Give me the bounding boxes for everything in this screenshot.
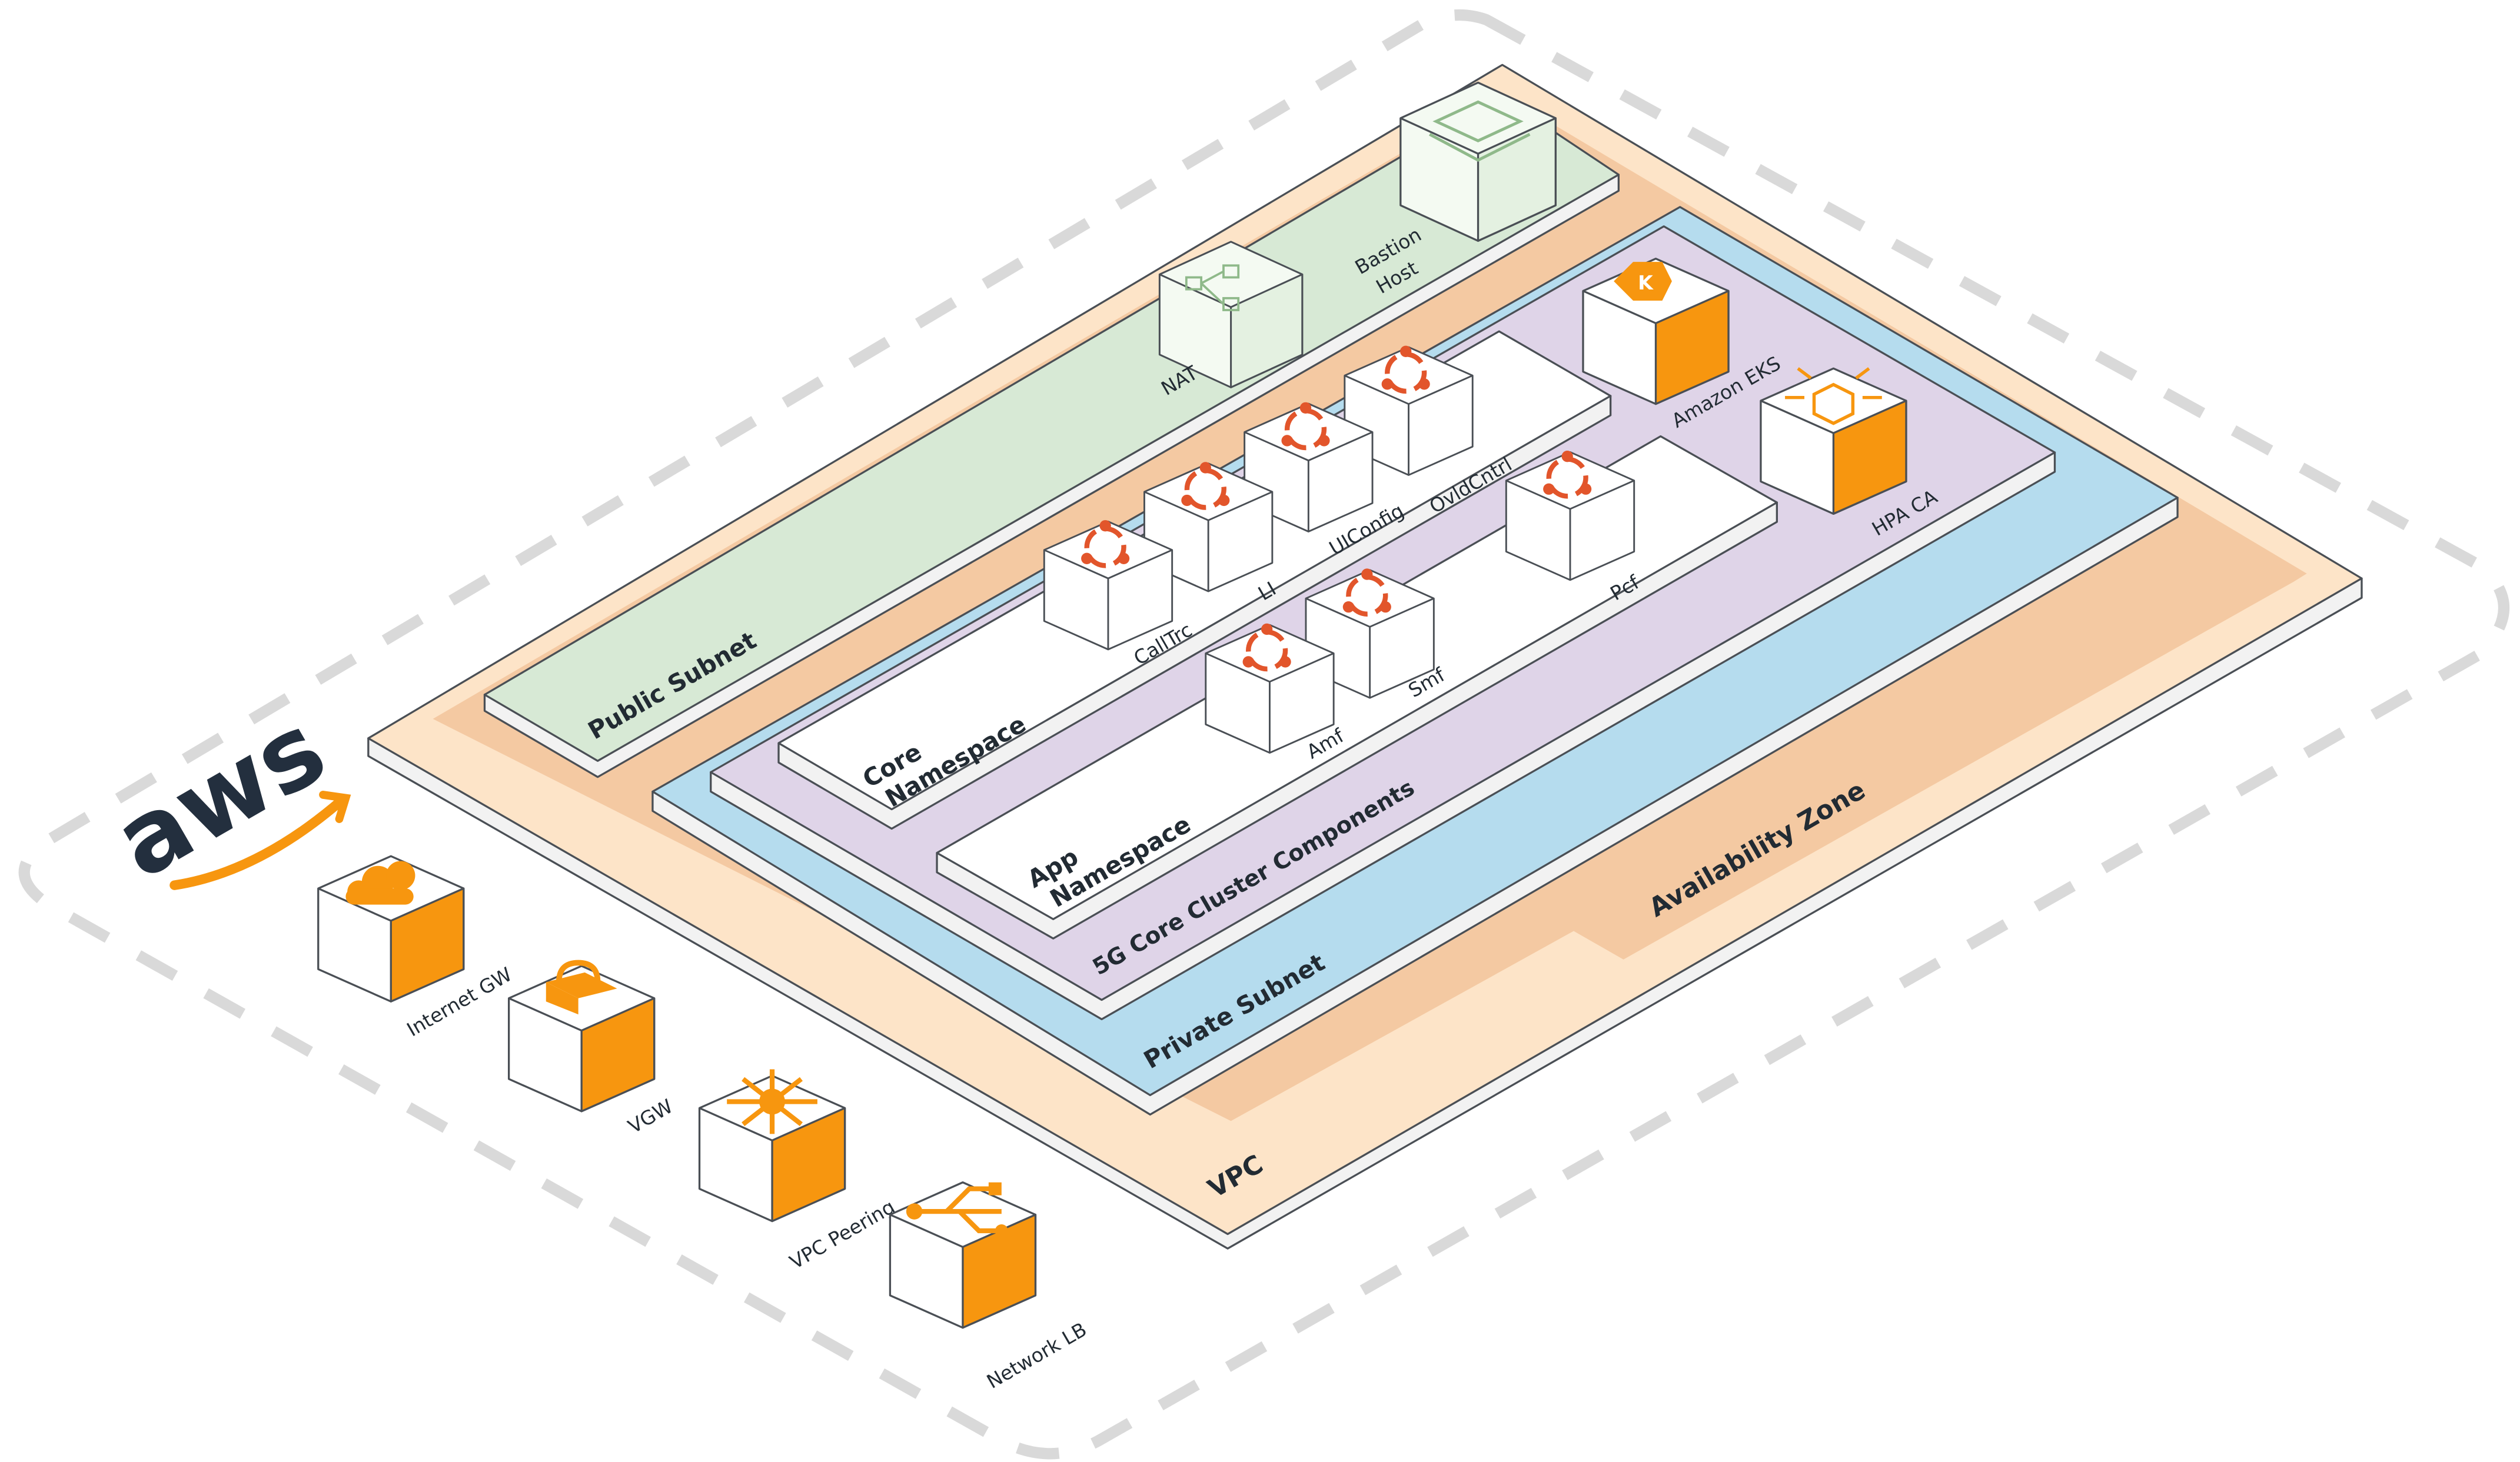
cloud-icon [345, 861, 415, 905]
internet-gw-node[interactable] [317, 855, 465, 1003]
amazon-eks-node[interactable]: K [1582, 257, 1730, 405]
public-subnet-layer [483, 96, 1620, 778]
bastion-host-node[interactable] [1399, 81, 1557, 242]
nat-node[interactable] [1158, 241, 1304, 388]
eks-kubernetes-icon: K [1614, 262, 1672, 301]
network-lb-node[interactable] [889, 1181, 1037, 1329]
network-lb-label: Network LB [983, 1318, 1091, 1393]
svg-text:K: K [1638, 271, 1654, 294]
aws-logo: aws [96, 691, 351, 901]
lock-icon [546, 960, 617, 1015]
vgw-label: VGW [624, 1094, 676, 1138]
autoscaling-cube-icon [1785, 367, 1882, 425]
vpc-peering-node[interactable] [698, 1069, 846, 1223]
aws-cloud-boundary [18, 9, 2509, 1460]
aws-smile-icon [169, 794, 348, 890]
hpa-ca-node[interactable] [1760, 367, 1907, 515]
hub-arrows-icon [727, 1069, 817, 1134]
nat-gateway-icon [1185, 264, 1240, 311]
vgw-node[interactable] [507, 960, 656, 1113]
laptop-icon [1429, 100, 1531, 162]
usb-branch-icon [906, 1182, 1008, 1238]
